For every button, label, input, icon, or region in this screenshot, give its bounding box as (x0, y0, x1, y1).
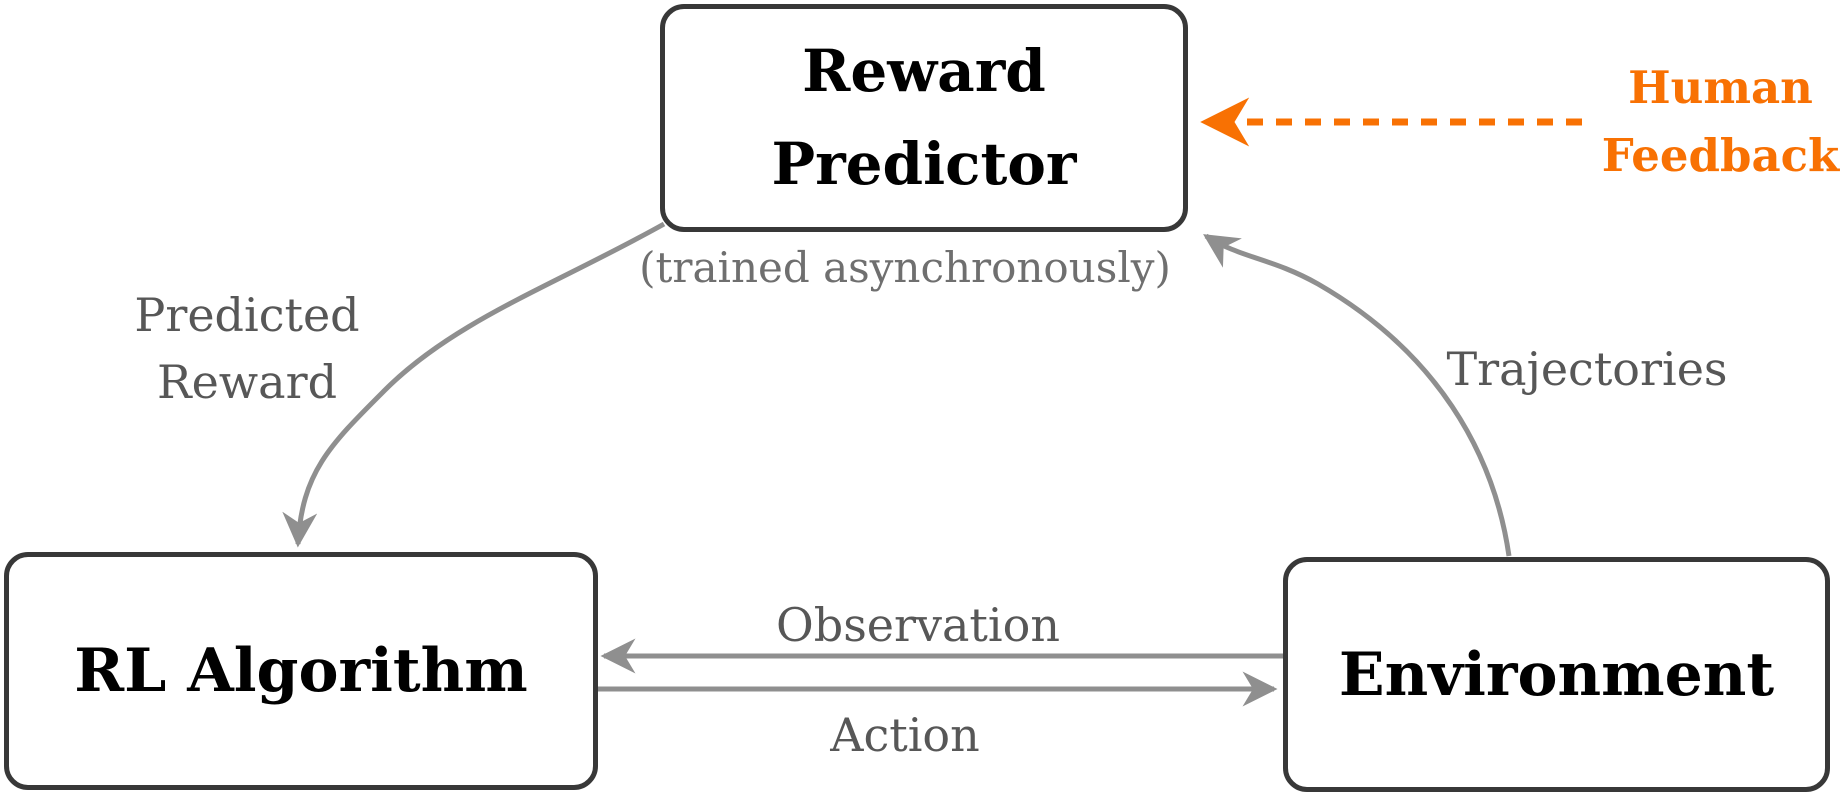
rl-algorithm-label: RL Algorithm (74, 636, 528, 706)
rl-algorithm-box: RL Algorithm (4, 552, 598, 790)
action-label: Action (830, 708, 980, 762)
reward-predictor-box: Reward Predictor (660, 4, 1188, 232)
trajectories-label: Trajectories (1446, 342, 1728, 396)
environment-label: Environment (1338, 639, 1775, 710)
predicted-reward-curve (282, 221, 666, 548)
observation-label: Observation (776, 598, 1060, 652)
trained-asynchronously-label: (trained asynchronously) (639, 243, 1171, 292)
environment-box: Environment (1283, 557, 1830, 792)
trajectories-curve (1203, 233, 1512, 557)
human-feedback-label: Human Feedback (1601, 61, 1840, 182)
reward-predictor-label: Reward Predictor (771, 37, 1077, 198)
predicted-reward-label: Predicted Reward (134, 288, 360, 409)
